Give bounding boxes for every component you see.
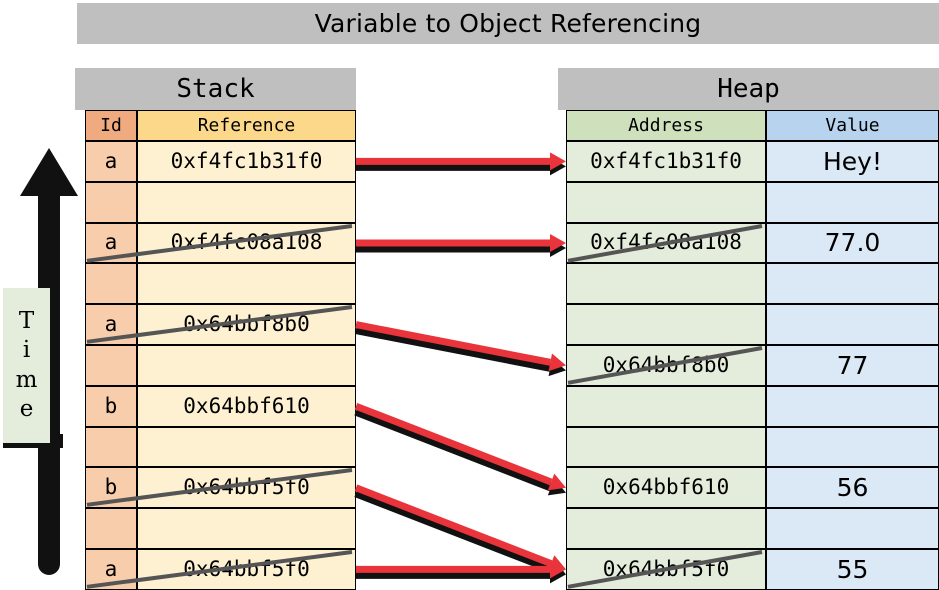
stack-cell-reference: 0xf4fc1b31f0 (137, 141, 356, 182)
heap-column-header-address: Address (566, 110, 766, 141)
reference-arrow (356, 152, 566, 176)
stack-table-header: Stack (75, 68, 356, 110)
heap-cell-address: 0x64bbf8b0 (566, 345, 766, 386)
stack-cell-reference: 0x64bbf5f0 (137, 549, 356, 590)
heap-address-value: 0x64bbf5f0 (602, 556, 730, 581)
heap-cell-address (566, 263, 766, 305)
heap-cell-value: 77.0 (766, 222, 939, 264)
stack-column-header-id: Id (85, 110, 137, 141)
heap-title: Heap (717, 74, 780, 104)
reference-arrow (356, 560, 566, 584)
heap-cell-value (766, 304, 939, 345)
heap-cell-address (566, 181, 766, 223)
stack-reference-value: 0x64bbf610 (183, 393, 310, 418)
heap-cell-address: 0xf4fc08a108 (566, 222, 766, 264)
stack-reference-value: 0x64bbf5f0 (183, 556, 310, 581)
stack-cell-reference (137, 263, 356, 305)
stack-cell-id (85, 263, 137, 305)
stack-cell-id: a (85, 549, 137, 590)
stack-cell-reference (137, 426, 356, 468)
heap-cell-value (766, 181, 939, 223)
stack-column-header-reference: Reference (137, 110, 356, 141)
time-letter-3: e (19, 395, 34, 422)
stack-cell-reference: 0xf4fc08a108 (137, 222, 356, 264)
heap-table-header: Heap (558, 68, 939, 110)
time-axis-label: T i m e (3, 288, 50, 443)
reference-arrow (356, 234, 566, 257)
heap-cell-value: 55 (766, 549, 939, 590)
stack-reference-value: 0x64bbf8b0 (183, 312, 310, 337)
page-title-bar: Variable to Object Referencing (77, 3, 939, 44)
heap-cell-address (566, 508, 766, 549)
heap-value-value: 77.0 (824, 228, 881, 258)
stack-id-value: a (104, 556, 118, 581)
stack-cell-reference (137, 181, 356, 223)
heap-cell-address (566, 304, 766, 345)
stack-cell-id: a (85, 141, 137, 182)
stack-reference-value: 0xf4fc08a108 (170, 230, 323, 255)
reference-arrow (354, 402, 566, 496)
stack-reference-value: 0xf4fc1b31f0 (170, 148, 323, 173)
stack-cell-id (85, 345, 137, 386)
heap-value-value: 56 (836, 473, 869, 503)
stack-reference-value: 0x64bbf5f0 (183, 475, 310, 500)
stack-cell-reference: 0x64bbf8b0 (137, 304, 356, 345)
reference-arrow (354, 484, 566, 577)
time-letter-2: m (15, 366, 38, 393)
reference-arrow (355, 321, 566, 377)
heap-cell-address: 0x64bbf5f0 (566, 549, 766, 590)
heap-cell-value: Hey! (766, 141, 939, 182)
heap-cell-address: 0xf4fc1b31f0 (566, 141, 766, 182)
heap-address-value: 0xf4fc08a108 (590, 230, 742, 255)
stack-id-value: b (104, 393, 118, 418)
stack-cell-id: b (85, 385, 137, 427)
heap-column-header-value: Value (766, 110, 939, 141)
stack-cell-id (85, 426, 137, 468)
heap-address-value: 0x64bbf610 (602, 475, 730, 500)
heap-cell-value (766, 426, 939, 468)
stack-id-value: b (104, 475, 118, 500)
stack-cell-reference: 0x64bbf5f0 (137, 467, 356, 509)
stack-cell-reference (137, 345, 356, 386)
stack-title: Stack (176, 74, 255, 104)
heap-cell-value: 56 (766, 467, 939, 509)
heap-value-value: 77 (836, 350, 869, 380)
stack-id-value: a (104, 312, 118, 337)
stack-cell-id: a (85, 222, 137, 264)
heap-cell-value (766, 385, 939, 427)
stack-id-value: a (104, 230, 118, 255)
stack-cell-id: a (85, 304, 137, 345)
heap-address-value: 0x64bbf8b0 (602, 352, 730, 377)
heap-cell-address: 0x64bbf610 (566, 467, 766, 509)
heap-address-value: 0xf4fc1b31f0 (590, 148, 742, 173)
heap-cell-value: 77 (766, 345, 939, 386)
stack-cell-id (85, 508, 137, 549)
stack-cell-reference (137, 508, 356, 549)
time-letter-0: T (18, 307, 35, 334)
stack-cell-id: b (85, 467, 137, 509)
heap-cell-address (566, 385, 766, 427)
time-letter-1: i (22, 337, 31, 364)
heap-value-value: 55 (836, 554, 869, 584)
heap-value-value: Hey! (823, 146, 882, 176)
heap-cell-value (766, 263, 939, 305)
heap-cell-address (566, 426, 766, 468)
heap-cell-value (766, 508, 939, 549)
stack-cell-id (85, 181, 137, 223)
page-title: Variable to Object Referencing (314, 9, 702, 38)
stack-cell-reference: 0x64bbf610 (137, 385, 356, 427)
stack-id-value: a (104, 148, 118, 173)
